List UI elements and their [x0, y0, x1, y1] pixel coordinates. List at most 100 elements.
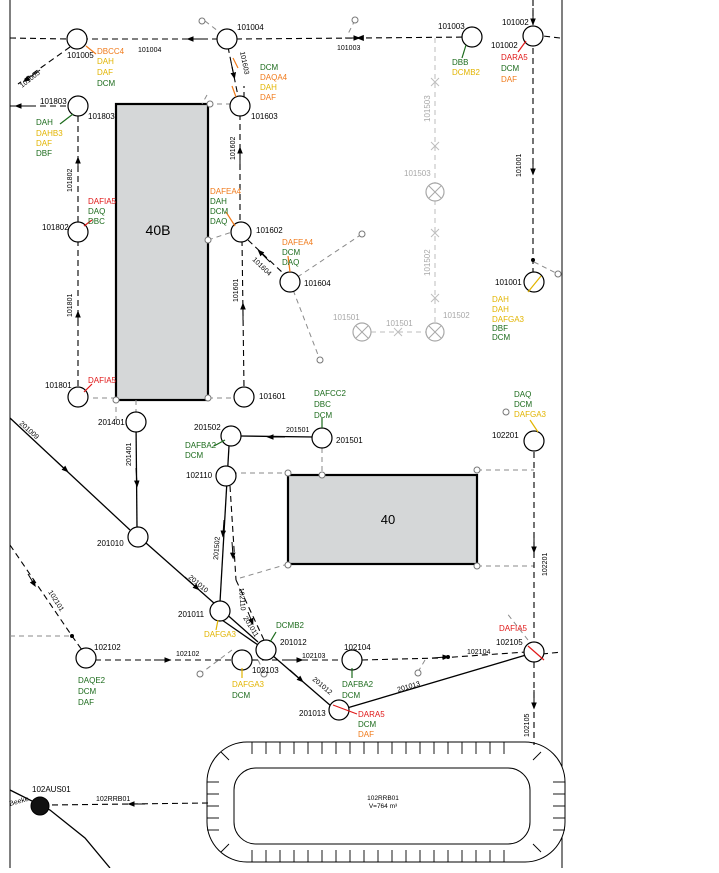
abandoned-pipe-label: 101502: [423, 249, 432, 276]
svg-text:201010: 201010: [97, 539, 124, 548]
abandoned-manhole-label: 101502: [443, 311, 470, 320]
code-label: DCM: [97, 79, 116, 88]
manhole-101601: 101601: [233, 386, 286, 408]
manhole-101003: 101003: [438, 22, 483, 48]
svg-text:102102: 102102: [94, 643, 121, 652]
code-label: DAH: [492, 305, 509, 314]
pipe-label: 201401: [126, 443, 133, 466]
pipe-label: 102105: [524, 714, 531, 737]
code-label: DARA5: [358, 710, 385, 719]
code-label: DAH: [260, 83, 277, 92]
pipe-label: 201009: [18, 420, 40, 441]
code-label: DAH: [97, 57, 114, 66]
building-40-label: 40: [381, 512, 395, 527]
code-label: DCM: [501, 64, 520, 73]
code-label: DBC: [314, 400, 331, 409]
code-label: DAQE2: [78, 676, 106, 685]
code-label: DCM: [185, 451, 204, 460]
manhole-101802: 101802: [42, 221, 89, 243]
code-label: DAHB3: [36, 129, 63, 138]
code-label: DCM: [282, 248, 301, 257]
embankment-tick: [220, 751, 230, 761]
manhole-201401: 201401: [98, 411, 147, 433]
code-label: DAFEA4: [282, 238, 314, 247]
svg-text:101003: 101003: [438, 22, 465, 31]
basin-label: 102RRB01: [367, 795, 399, 802]
svg-text:101801: 101801: [45, 381, 72, 390]
svg-text:201502: 201502: [194, 423, 221, 432]
svg-text:201013: 201013: [299, 709, 326, 718]
svg-text:101604: 101604: [304, 279, 331, 288]
manhole-201010: 201010: [97, 526, 149, 548]
abandoned-network: 101503 101503 101502 101502 101501 10150…: [333, 38, 470, 342]
manhole-201013: 201013: [299, 699, 350, 721]
pipe-label: 201502: [213, 536, 222, 560]
svg-text:102103: 102103: [252, 666, 279, 675]
pipe-label: 101005: [19, 70, 42, 90]
code-label: DAFGA3: [232, 680, 265, 689]
svg-text:101603: 101603: [251, 112, 278, 121]
building-40b: [114, 102, 210, 402]
code-label: DAFCC2: [314, 389, 347, 398]
manhole-101603: 101603: [229, 95, 278, 121]
code-label: DCM: [492, 333, 511, 342]
manhole-101604: 101604: [279, 271, 331, 293]
abandoned-manhole-101501: [352, 322, 372, 342]
code-label: DAFGA3: [514, 410, 547, 419]
code-label: DAFIA5: [88, 197, 117, 206]
pipe-label: 102201: [542, 553, 549, 576]
manhole-101005: 101005: [66, 28, 94, 60]
svg-text:101803: 101803: [88, 112, 115, 121]
pipe-label: 101601: [233, 279, 240, 302]
code-label: DAH: [492, 295, 509, 304]
code-label: DBCC4: [97, 47, 125, 56]
outfall-marker: [30, 796, 50, 816]
code-label: DBC: [88, 217, 105, 226]
pipe-label: 102101: [46, 589, 64, 613]
manhole-102201: 102201: [492, 430, 545, 452]
code-label: DAF: [36, 139, 52, 148]
embankment-tick: [532, 843, 542, 853]
svg-text:102110: 102110: [186, 471, 213, 480]
outfall-side-label: Beeke: [9, 796, 30, 808]
svg-text:102104: 102104: [344, 643, 371, 652]
code-label: DBB: [452, 58, 468, 67]
manhole-102105: 102105: [496, 638, 545, 663]
pipe-label: 101604: [251, 256, 273, 277]
manhole-201501: 201501: [311, 427, 363, 449]
code-label: DCMB2: [276, 621, 305, 630]
svg-text:101803: 101803: [40, 97, 67, 106]
manhole-101803: 101803 101803: [40, 95, 115, 121]
embankment-tick: [220, 843, 230, 853]
pipe-label: 201012: [311, 676, 333, 696]
manhole-101001: 101001: [495, 271, 545, 293]
building-40: [286, 473, 479, 566]
code-label: DAFGA3: [204, 630, 237, 639]
manhole-201011: 201011: [178, 600, 231, 622]
pipe-label: 101602: [230, 137, 237, 160]
code-label: DCM: [314, 411, 333, 420]
code-label: DARA5: [501, 53, 528, 62]
pipe-label: 201013: [397, 681, 421, 694]
buildings: 40B 40: [114, 102, 479, 566]
abandoned-pipe-label: 101501: [386, 319, 413, 328]
svg-text:201012: 201012: [280, 638, 307, 647]
pipe-label: 102102: [176, 651, 199, 658]
code-label: DAQ: [210, 217, 227, 226]
embankment-tick: [532, 751, 542, 761]
abandoned-manhole-label: 101501: [333, 313, 360, 322]
abandoned-pipe-label: 101503: [423, 95, 432, 122]
code-label: DAF: [78, 698, 94, 707]
code-label: DBF: [492, 324, 508, 333]
code-label: DAFIA5: [499, 624, 528, 633]
pipe-label: 102110: [237, 588, 246, 611]
code-label: DAF: [358, 730, 374, 739]
code-label: DAQ: [282, 258, 299, 267]
code-label: DCM: [232, 691, 251, 700]
pipe-label: 101802: [67, 169, 74, 192]
outfall-label: 102AUS01: [32, 785, 71, 794]
abandoned-manhole-label: 101503: [404, 169, 431, 178]
pipe-label: 101801: [67, 294, 74, 317]
